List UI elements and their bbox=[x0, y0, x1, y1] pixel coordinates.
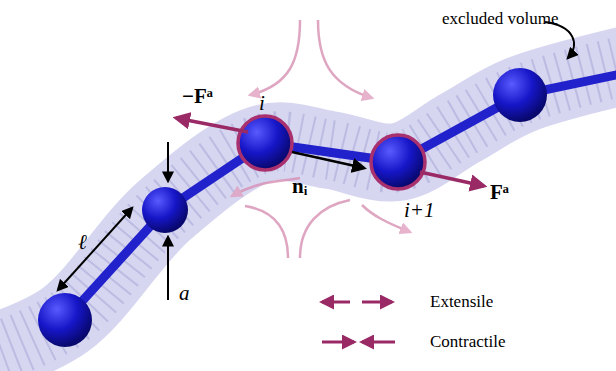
label: −Fᵃ bbox=[182, 86, 213, 107]
legend-sample bbox=[322, 341, 395, 344]
bead-spring-chain bbox=[38, 68, 616, 347]
leader-arrow bbox=[545, 22, 574, 58]
dimension-arrows bbox=[58, 142, 168, 300]
bead bbox=[371, 135, 425, 189]
orientation-arrow bbox=[292, 152, 364, 168]
legend-sample bbox=[322, 301, 392, 304]
label: excluded volume bbox=[442, 10, 559, 27]
bead bbox=[238, 116, 292, 170]
label: i+1 bbox=[404, 200, 435, 221]
label: Fᵃ bbox=[490, 182, 509, 203]
bead bbox=[142, 187, 188, 233]
label: i bbox=[259, 93, 265, 114]
legend-text: Contractile bbox=[430, 333, 506, 350]
excluded-volume-tube bbox=[0, 62, 616, 358]
label: nᵢ bbox=[292, 176, 307, 197]
bead bbox=[493, 68, 547, 122]
force-arrows bbox=[176, 118, 484, 186]
label: ℓ bbox=[78, 232, 87, 253]
bead bbox=[38, 293, 92, 347]
tube-rings bbox=[0, 62, 616, 358]
label: a bbox=[179, 283, 190, 304]
tube-body bbox=[0, 62, 616, 358]
legend-text: Extensile bbox=[430, 293, 493, 310]
